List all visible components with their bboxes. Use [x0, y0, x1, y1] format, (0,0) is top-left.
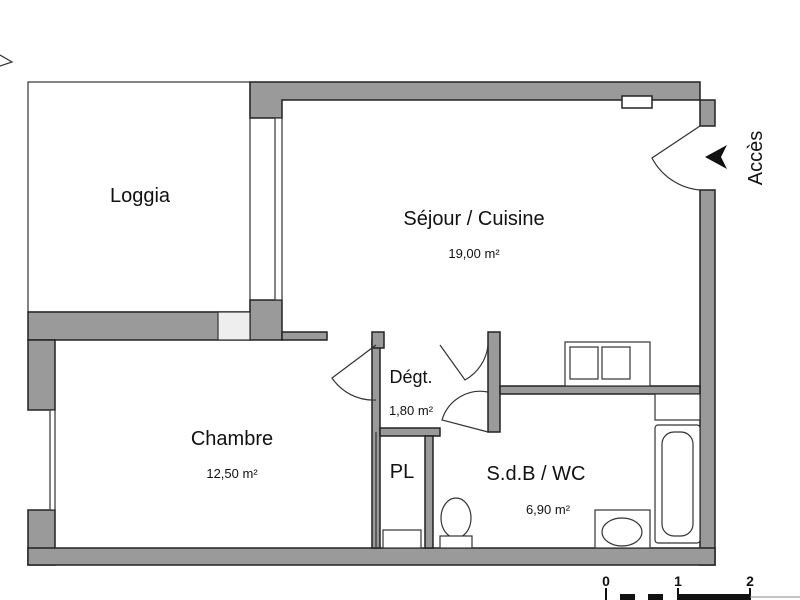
doors — [331, 125, 701, 548]
scale-tick-1: 1 — [674, 573, 682, 589]
pl-shelf — [382, 529, 422, 549]
walls — [27, 81, 716, 566]
windows — [49, 117, 283, 511]
room-name-pl: PL — [390, 461, 414, 483]
room-area-degt: 1,80 m² — [389, 403, 434, 418]
scale-tick-2: 2 — [746, 573, 754, 589]
room-name-chambre: Chambre — [191, 428, 273, 450]
north-arrow-icon — [0, 54, 14, 67]
fixtures — [382, 341, 701, 549]
scale-bar — [605, 588, 800, 600]
room-name-sejour: Séjour / Cuisine — [403, 208, 544, 230]
arrow-left-icon — [705, 145, 727, 169]
room-area-sdb: 6,90 m² — [526, 502, 571, 517]
room-area-sejour: 19,00 m² — [448, 246, 500, 261]
access-label: Accès — [745, 131, 767, 185]
room-area-chambre: 12,50 m² — [206, 466, 258, 481]
room-name-sdb: S.d.B / WC — [487, 463, 586, 485]
scale-tick-0: 0 — [602, 573, 610, 589]
room-name-degt: Dégt. — [389, 367, 432, 387]
room-name-loggia: Loggia — [110, 185, 171, 207]
